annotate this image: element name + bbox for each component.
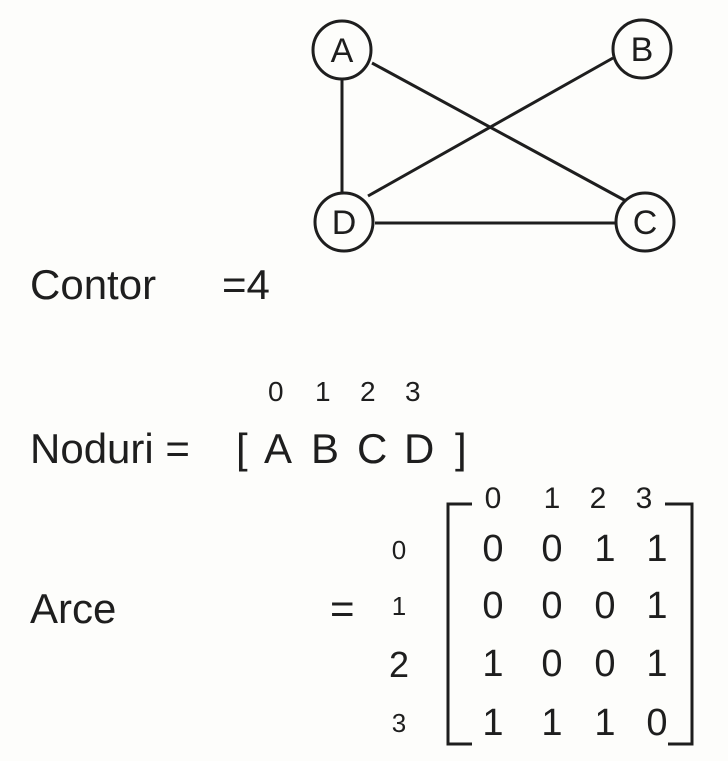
- arce-col-index-2: 2: [589, 482, 607, 515]
- node-c-circle: [614, 191, 676, 253]
- arce-cell-1-0: 0: [482, 585, 504, 627]
- matrix-left-bracket: [446, 502, 472, 746]
- arce-row-index-1: 1: [391, 591, 407, 621]
- arce-col-index-0: 0: [478, 484, 508, 514]
- node-a-circle: [311, 19, 373, 81]
- arce-cell-0-3: 1: [646, 528, 668, 570]
- arce-cell-2-0: 1: [482, 643, 504, 685]
- arce-cell-2-3: 1: [646, 643, 668, 685]
- node-b-label: B: [631, 31, 654, 69]
- arce-row-index-2: 2: [388, 644, 410, 685]
- node-b-circle: [611, 18, 673, 80]
- node-b: B: [611, 18, 673, 80]
- node-d-label: D: [332, 204, 357, 242]
- graph-edges: [340, 56, 627, 225]
- noduri-index-3: 3: [405, 376, 421, 407]
- arce-cell-1-3: 1: [646, 585, 668, 627]
- arce-label: Arce: [30, 585, 117, 632]
- noduri-index-0: 0: [268, 376, 284, 407]
- arce-cell-3-1: 1: [541, 702, 563, 744]
- graph-diagram: A B C D: [311, 18, 676, 253]
- arce-col-index-3: 3: [629, 484, 659, 514]
- node-c: C: [614, 191, 676, 253]
- node-c-label: C: [633, 204, 658, 242]
- noduri-item-c: C: [357, 425, 388, 472]
- arce-cell-3-0: 1: [482, 702, 504, 744]
- node-a-label: A: [331, 32, 354, 70]
- noduri-item-b: B: [311, 425, 340, 472]
- arce-cell-3-2: 1: [594, 702, 616, 744]
- noduri-label: Noduri =: [30, 425, 190, 472]
- noduri-index-1: 1: [315, 376, 331, 407]
- arce-equals: =: [330, 585, 355, 632]
- edge-b-d: [367, 56, 614, 198]
- node-d: D: [313, 191, 375, 253]
- arce-cell-2-1: 0: [541, 643, 563, 685]
- edge-a-c: [371, 61, 627, 203]
- contor-value: =4: [222, 261, 270, 308]
- arce-cell-0-0: 0: [482, 528, 504, 570]
- noduri-open-bracket: [: [236, 425, 248, 472]
- contor-label: Contor: [30, 261, 157, 308]
- noduri-close-bracket: ]: [455, 425, 467, 472]
- arce-col-index-1: 1: [543, 482, 561, 515]
- arce-cell-1-2: 0: [594, 585, 616, 627]
- arce-row-index-3: 3: [391, 708, 407, 738]
- arce-cell-0-2: 1: [594, 528, 616, 570]
- arce-cell-3-3: 0: [646, 702, 668, 744]
- node-d-circle: [313, 191, 375, 253]
- noduri-item-d: D: [404, 425, 435, 472]
- arce-row-index-0: 0: [391, 535, 407, 565]
- noduri-index-2: 2: [360, 376, 376, 407]
- arce-cell-2-2: 0: [594, 643, 616, 685]
- arce-cell-0-1: 0: [541, 528, 563, 570]
- matrix-right-bracket: [665, 502, 694, 746]
- node-a: A: [311, 19, 373, 81]
- arce-cell-1-1: 0: [541, 585, 563, 627]
- noduri-item-a: A: [264, 425, 293, 472]
